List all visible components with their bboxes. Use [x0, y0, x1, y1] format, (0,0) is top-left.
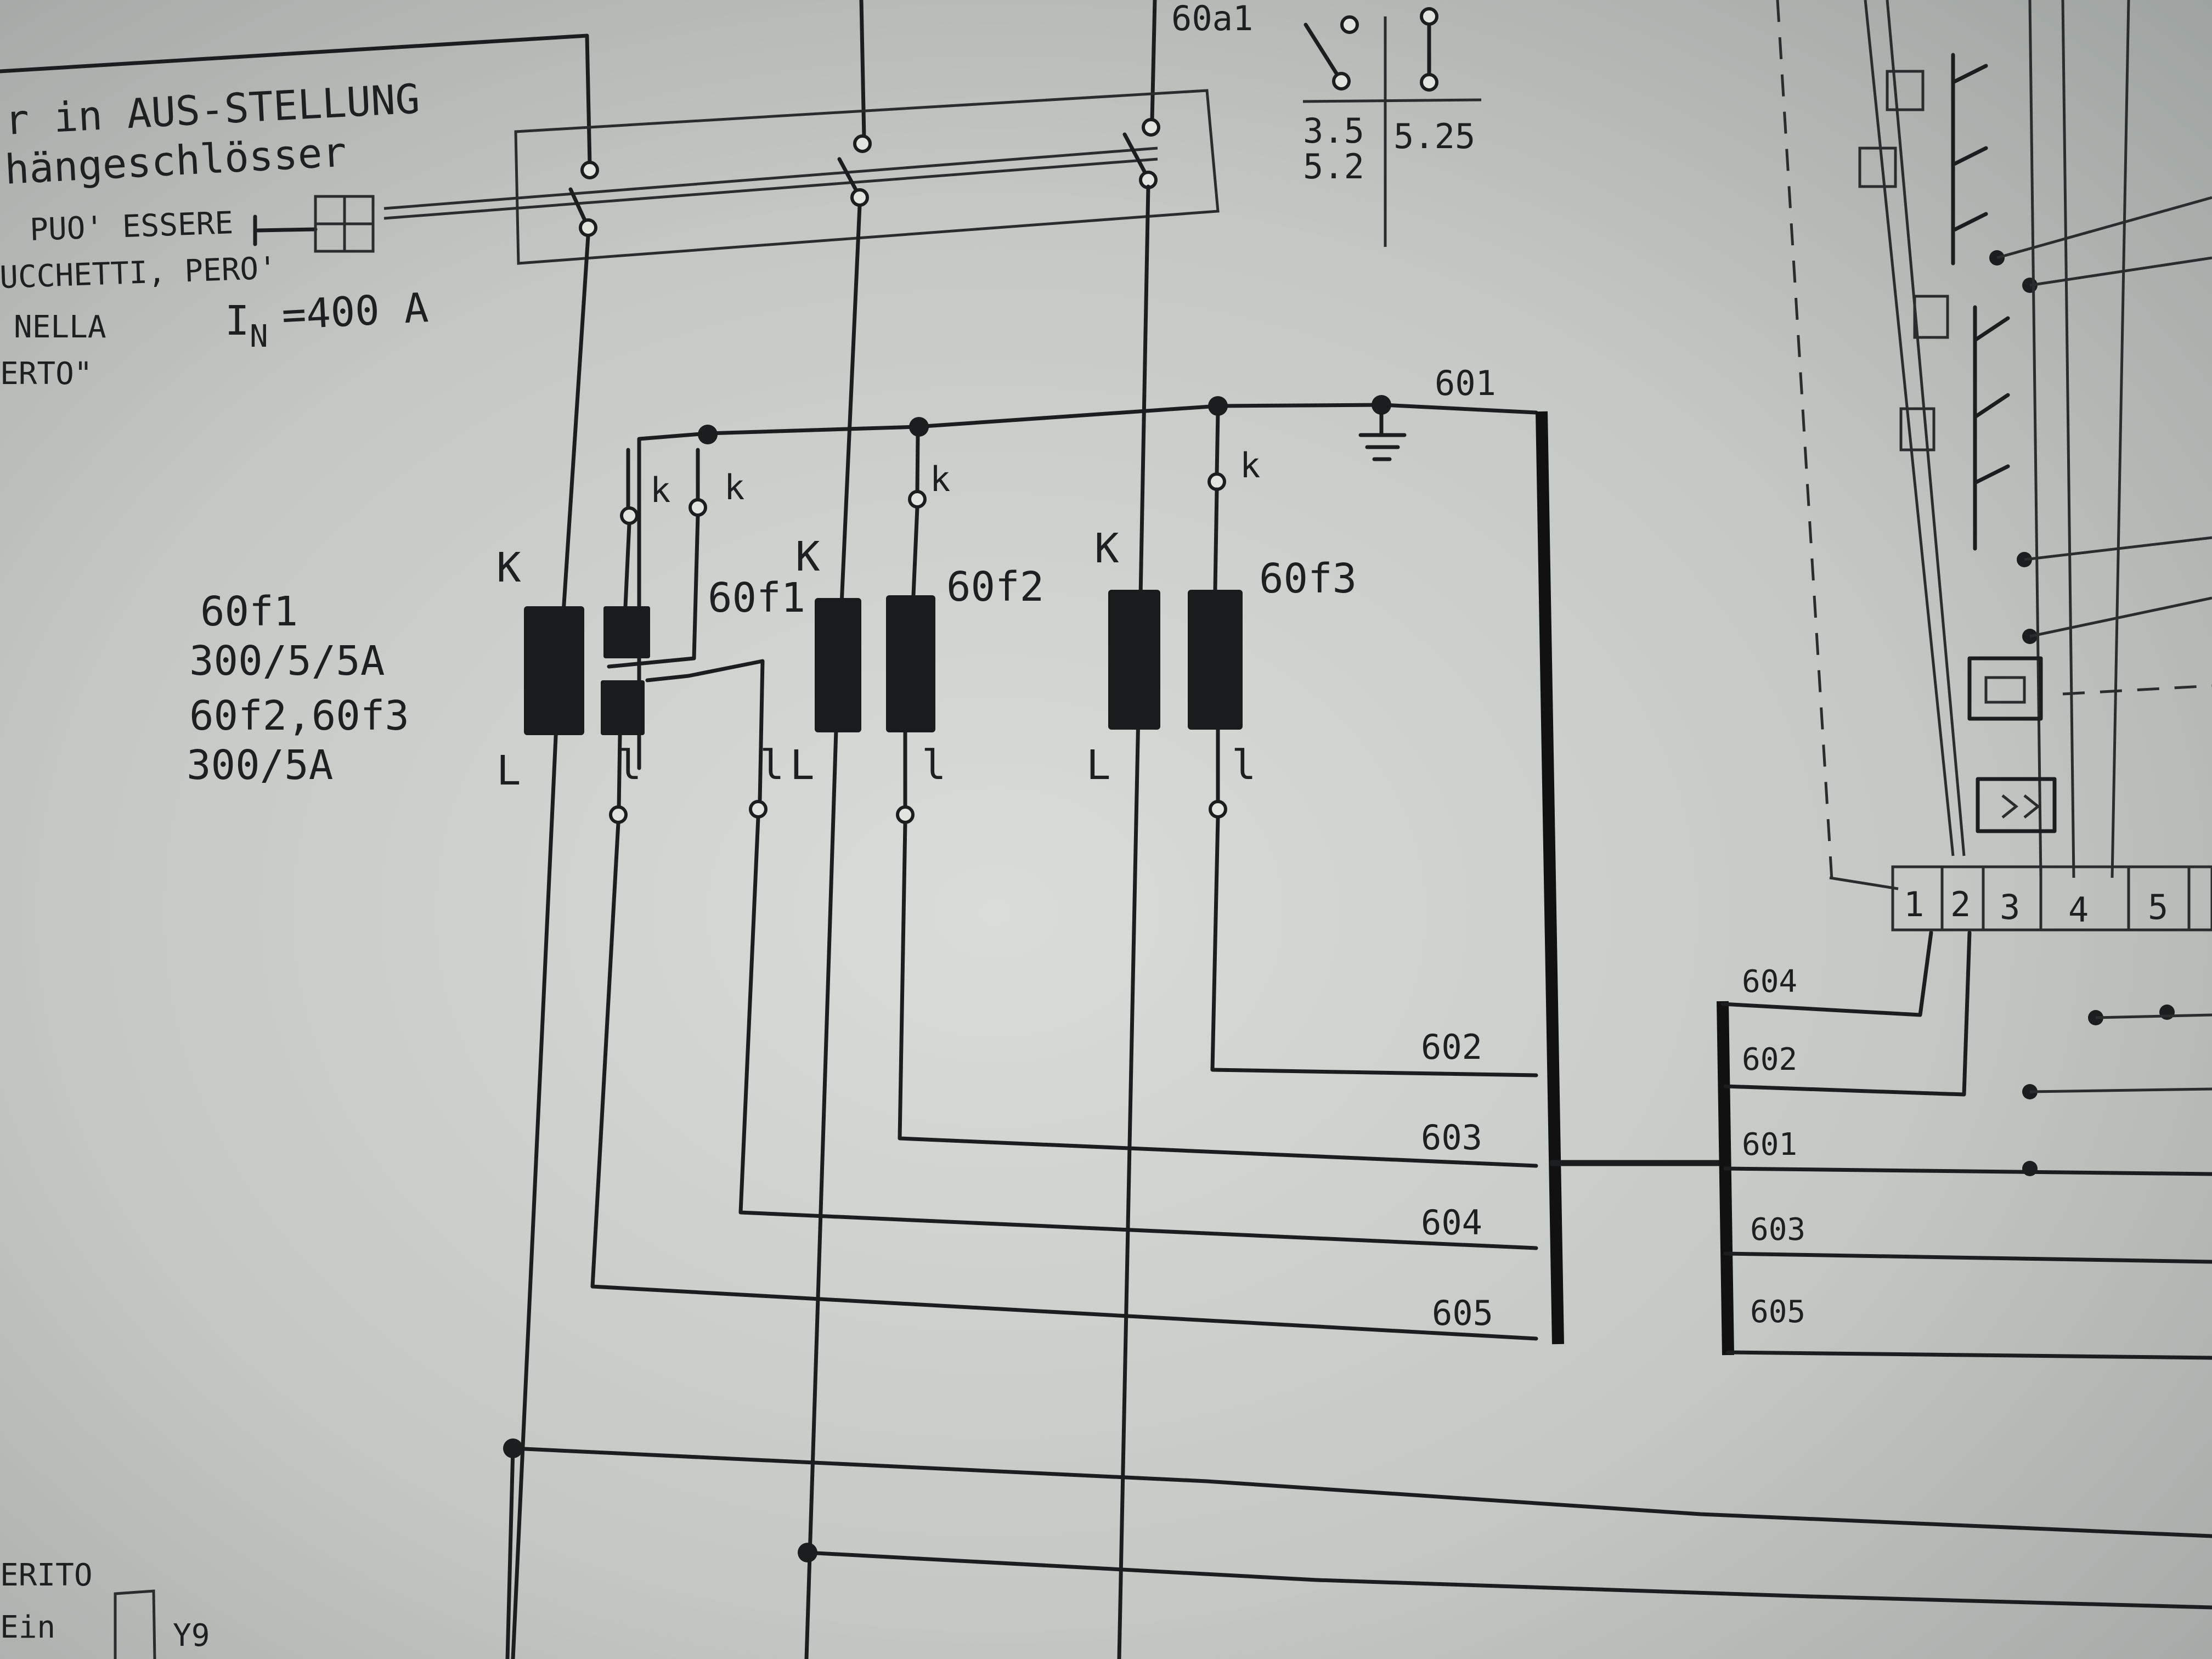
ct3-sec-k: k: [1240, 445, 1260, 486]
legend-right: 5.25: [1393, 116, 1475, 156]
tag-y9: Y9: [173, 1618, 210, 1654]
ct1-sec1-l: l: [617, 742, 642, 789]
control-circuit: [1776, 0, 2212, 890]
ct3-label-k: K: [1094, 525, 1119, 572]
vertical-bus-bar: [1536, 411, 1564, 1345]
ct2-sec-l: l: [922, 742, 946, 789]
ct2-sec-k: k: [930, 459, 950, 499]
strip-num-4: 4: [2068, 890, 2089, 930]
rating-value: =400 A: [280, 284, 429, 339]
strip-num-2: 2: [1950, 884, 1971, 924]
breaker-label: 60a1: [1171, 0, 1253, 38]
ct-60f1: K L k k 60f1 l l: [496, 448, 805, 824]
wire-label-604: 604: [1421, 1203, 1482, 1243]
ct1-sec1-k: k: [650, 470, 670, 510]
note-ein: Ein: [0, 1610, 55, 1645]
strip-num-3: 3: [2000, 887, 2020, 927]
ct3-sec-l: l: [1232, 742, 1256, 789]
bus-wire-labels: 602 603 604 605: [1421, 1027, 1493, 1333]
legend-left-bottom: 5.2: [1303, 146, 1364, 187]
phase-conductors: [511, 184, 1150, 1659]
main-breaker-60a1: 60a1: [0, 0, 1253, 265]
terminal-block: 604 602 601 603 605: [1717, 930, 2212, 1360]
spec-300-5-5a: 300/5/5A: [189, 637, 385, 685]
bottom-conductors: [503, 1438, 2212, 1659]
ct3-label: 60f3: [1259, 555, 1357, 602]
wire-label-605: 605: [1432, 1293, 1493, 1333]
ct1-label-k: K: [496, 544, 521, 591]
wire-label-602: 602: [1421, 1027, 1482, 1067]
tb-label-604: 604: [1742, 964, 1797, 1000]
ct1-label: 60f1: [708, 574, 805, 622]
tb-label-603: 603: [1750, 1212, 1805, 1248]
ct2-label: 60f2: [946, 563, 1044, 611]
note-nella: NELLA: [14, 309, 106, 345]
ground-bus-601: 601: [637, 363, 1538, 770]
tb-label-605: 605: [1750, 1294, 1805, 1330]
note-puo-essere: PUO' ESSERE: [29, 205, 234, 248]
note-lucchetti: UCCHETTI, PERO': [0, 250, 278, 296]
ct-60f3: K L k 60f3 l: [1086, 409, 1357, 819]
spec-60f2-60f3: 60f2,60f3: [189, 692, 409, 740]
terminal-strip: 1 2 3 4 5: [1891, 865, 2212, 932]
padlock-symbol: [253, 195, 375, 253]
strip-num-5: 5: [2148, 887, 2168, 927]
bottom-left-notes: ERITO Ein Y9: [0, 1558, 210, 1659]
tb-label-601: 601: [1742, 1127, 1797, 1163]
secondary-wiring: [590, 815, 1538, 1341]
rating-sub-n: N: [250, 319, 268, 354]
strip-num-1: 1: [1904, 884, 1924, 924]
ct1-sec2-k: k: [724, 467, 744, 507]
contact-legend: 3.5 5.2 5.25: [1302, 7, 1482, 247]
ct2-label-l: L: [790, 742, 815, 789]
wire-label-603: 603: [1421, 1118, 1482, 1158]
rating-i: I: [225, 297, 250, 345]
note-erito: ERITO: [0, 1558, 93, 1593]
tb-label-602: 602: [1742, 1042, 1797, 1077]
header-notes: r in AUS-STELLUNG hängeschlösser PUO' ES…: [0, 75, 430, 392]
legend-left-top: 3.5: [1303, 111, 1364, 151]
note-aus-stellung: r in AUS-STELLUNG: [3, 75, 421, 144]
spec-300-5a: 300/5A: [187, 742, 333, 789]
note-aperto: ERTO": [0, 356, 93, 392]
ct-60f2: K L k 60f2 l: [790, 431, 1044, 824]
ct3-label-l: L: [1086, 742, 1111, 789]
wire-label-601: 601: [1435, 363, 1496, 403]
ct1-label-l: L: [496, 747, 521, 794]
ct2-label-k: K: [795, 533, 820, 580]
spec-60f1: 60f1: [200, 588, 298, 635]
ct-specs: 60f1 300/5/5A 60f2,60f3 300/5A: [187, 588, 409, 789]
ct1-sec2-l: l: [760, 742, 785, 789]
